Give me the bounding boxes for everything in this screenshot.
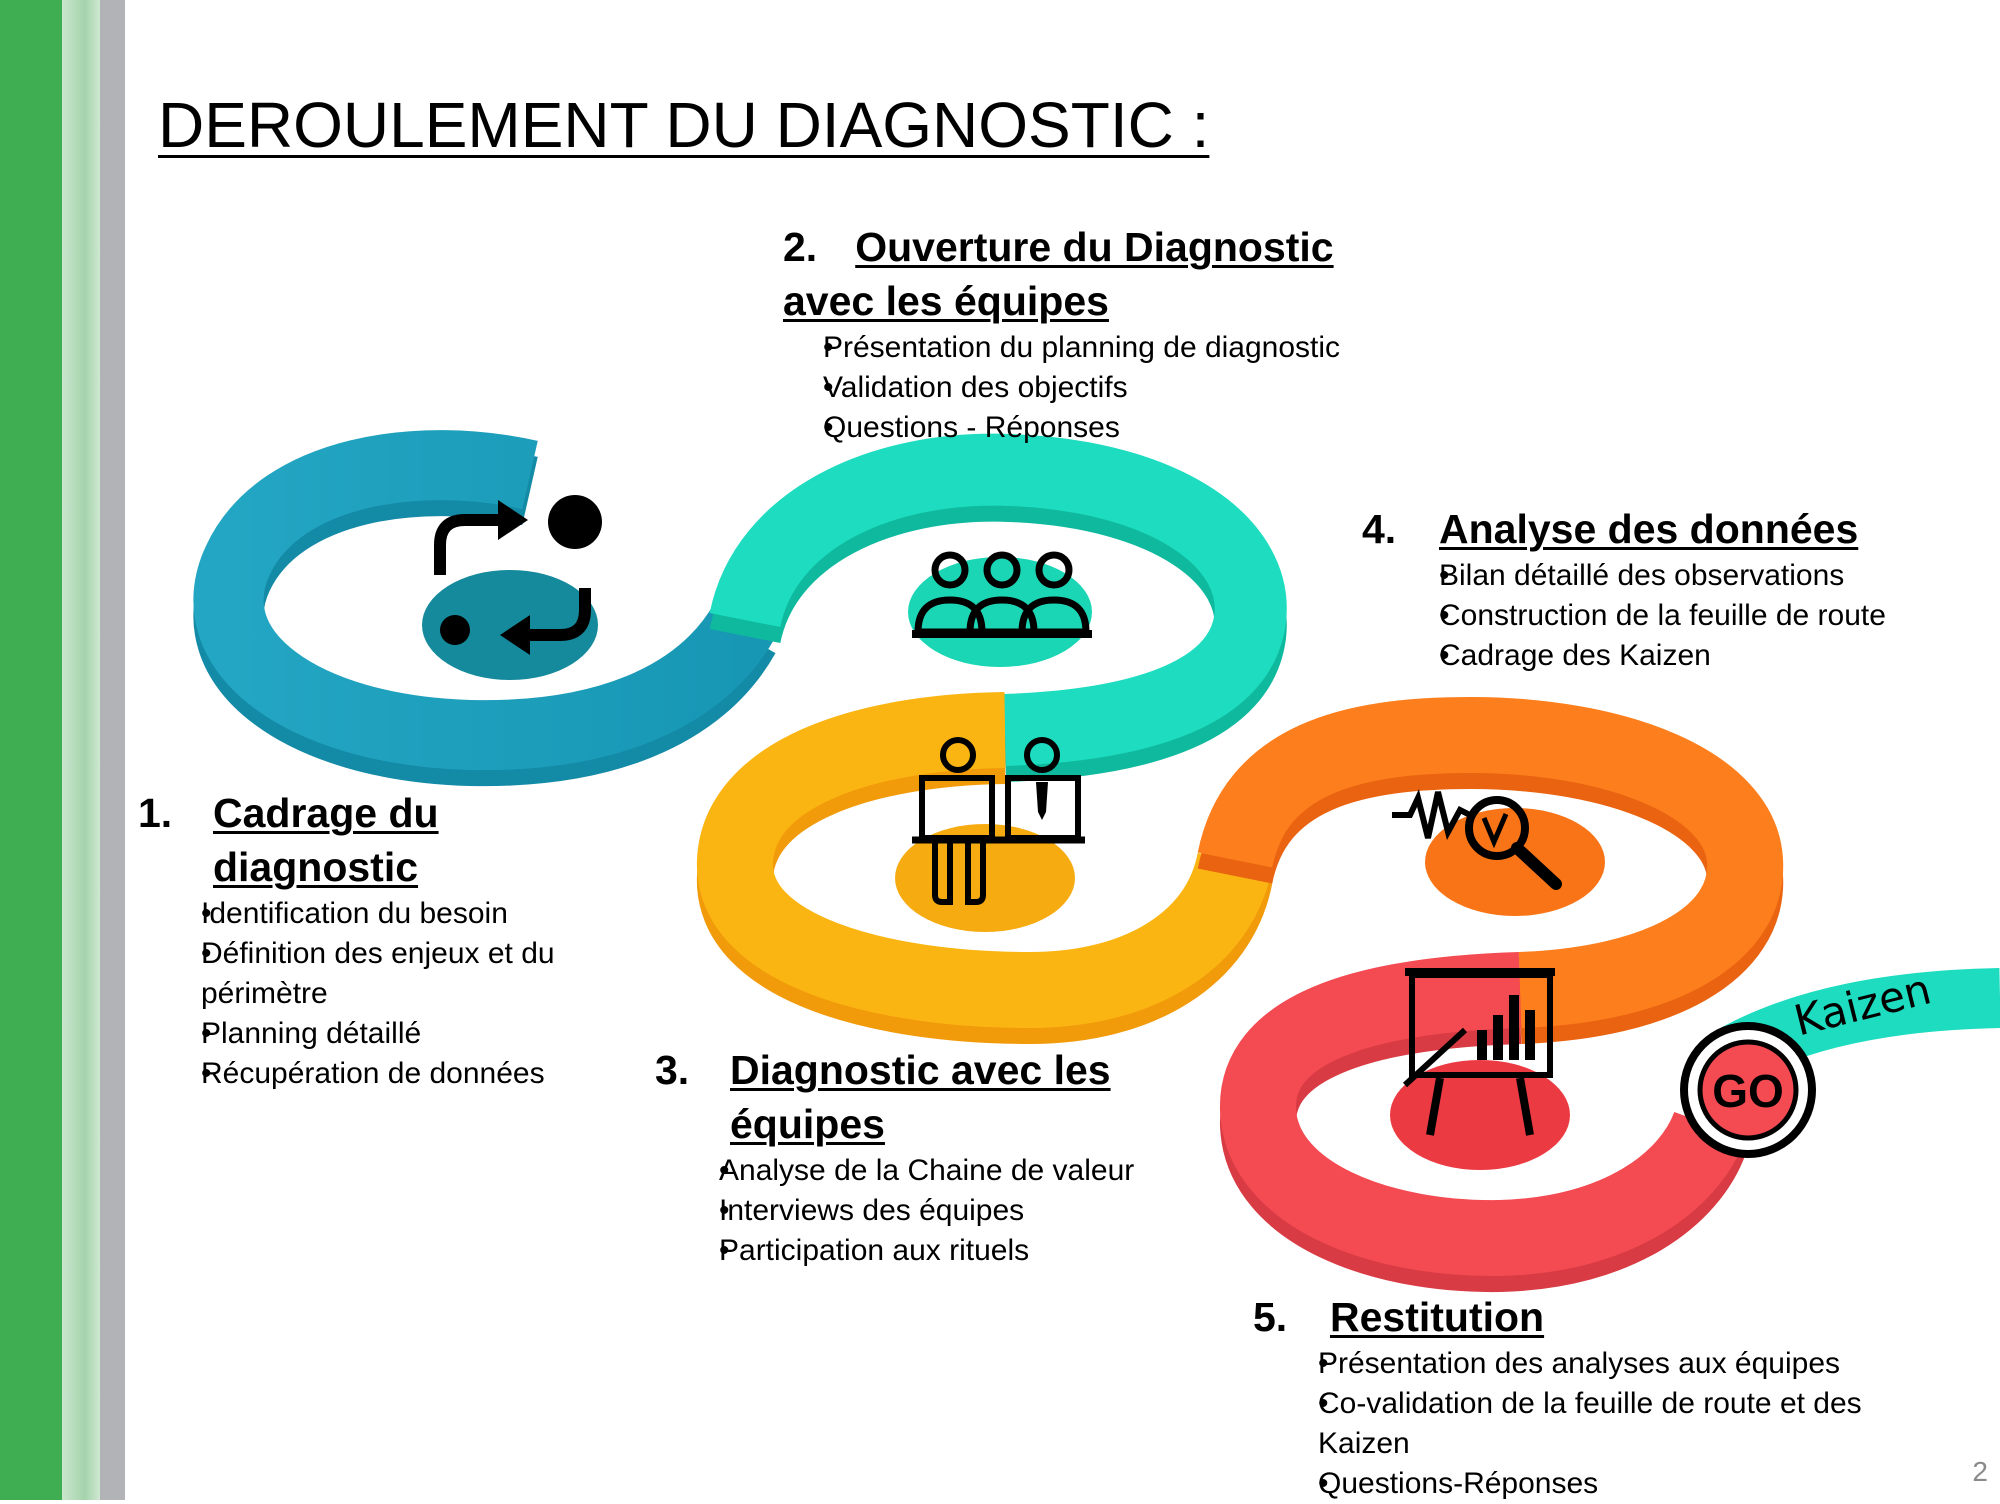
presentation-board-icon — [1390, 968, 1570, 1170]
process-cycle-icon — [422, 495, 602, 680]
step-title: Analyse des données — [1439, 506, 1859, 552]
step-title: Restitution — [1330, 1294, 1545, 1340]
interview-icon — [895, 737, 1085, 932]
bullet-item: Présentation des analyses aux équipes — [1253, 1344, 1943, 1384]
step-5-restitution: 5. Restitution Présentation des analyses… — [1253, 1290, 1943, 1504]
step-bullets: Bilan détaillé des observations Construc… — [1362, 556, 1982, 676]
step-2-ouverture: 2.Ouverture du Diagnostic avec les équip… — [783, 220, 1403, 448]
road-segment-4 — [1197, 696, 1784, 1044]
page-number: 2 — [1972, 1456, 1988, 1487]
step-1-cadrage: 1. Cadrage du diagnostic Identification … — [138, 786, 598, 1094]
step-number: 2. — [783, 224, 818, 270]
step-bullets: Analyse de la Chaine de valeur Interview… — [655, 1151, 1195, 1271]
step-3-diagnostic: 3. Diagnostic avec les équipes Analyse d… — [655, 1043, 1195, 1271]
bullet-item: Co-validation de la feuille de route et … — [1253, 1384, 1943, 1464]
bullet-item: Questions-Réponses — [1253, 1464, 1943, 1504]
bullet-item: Construction de la feuille de route — [1362, 596, 1982, 636]
sidebar-green-bar — [0, 0, 62, 1500]
bullet-item: Définition des enjeux et du périmètre — [138, 934, 598, 1014]
bullet-item: Validation des objectifs — [783, 368, 1403, 408]
team-icon — [908, 551, 1092, 667]
slide-sidebar — [0, 0, 125, 1500]
bullet-item: Bilan détaillé des observations — [1362, 556, 1982, 596]
road-segment-1 — [193, 430, 776, 787]
road-segment-5 — [1220, 952, 1746, 1293]
bullet-item: Questions - Réponses — [783, 408, 1403, 448]
bullet-item: Cadrage des Kaizen — [1362, 636, 1982, 676]
data-analysis-icon — [1392, 789, 1605, 916]
bullet-item: Planning détaillé — [138, 1014, 598, 1054]
slide-title: DEROULEMENT DU DIAGNOSTIC : — [158, 89, 1210, 161]
sidebar-grey-bar — [100, 0, 125, 1500]
step-title: Cadrage du diagnostic — [213, 790, 439, 890]
sidebar-light-bar — [62, 0, 100, 1500]
go-icon: GO — [1680, 1022, 1816, 1158]
go-label: GO — [1712, 1065, 1784, 1117]
step-number: 5. — [1253, 1294, 1288, 1340]
step-4-analyse: 4. Analyse des données Bilan détaillé de… — [1362, 502, 1982, 676]
bullet-item: Interviews des équipes — [655, 1191, 1195, 1231]
bullet-item: Identification du besoin — [138, 894, 598, 934]
bullet-item: Analyse de la Chaine de valeur — [655, 1151, 1195, 1191]
bullet-item: Participation aux rituels — [655, 1231, 1195, 1271]
step-bullets: Présentation du planning de diagnostic V… — [783, 328, 1403, 448]
step-title: Ouverture du Diagnostic avec les équipes — [783, 224, 1334, 324]
step-number: 4. — [1362, 506, 1397, 552]
step-bullets: Présentation des analyses aux équipes Co… — [1253, 1344, 1943, 1504]
step-number: 1. — [138, 790, 173, 836]
bullet-item: Récupération de données — [138, 1054, 598, 1094]
road-segment-2 — [709, 433, 1287, 782]
step-number: 3. — [655, 1047, 690, 1093]
bullet-item: Présentation du planning de diagnostic — [783, 328, 1403, 368]
road-segment-3 — [697, 692, 1273, 1045]
step-bullets: Identification du besoin Définition des … — [138, 894, 598, 1094]
step-title: Diagnostic avec les équipes — [730, 1047, 1111, 1147]
